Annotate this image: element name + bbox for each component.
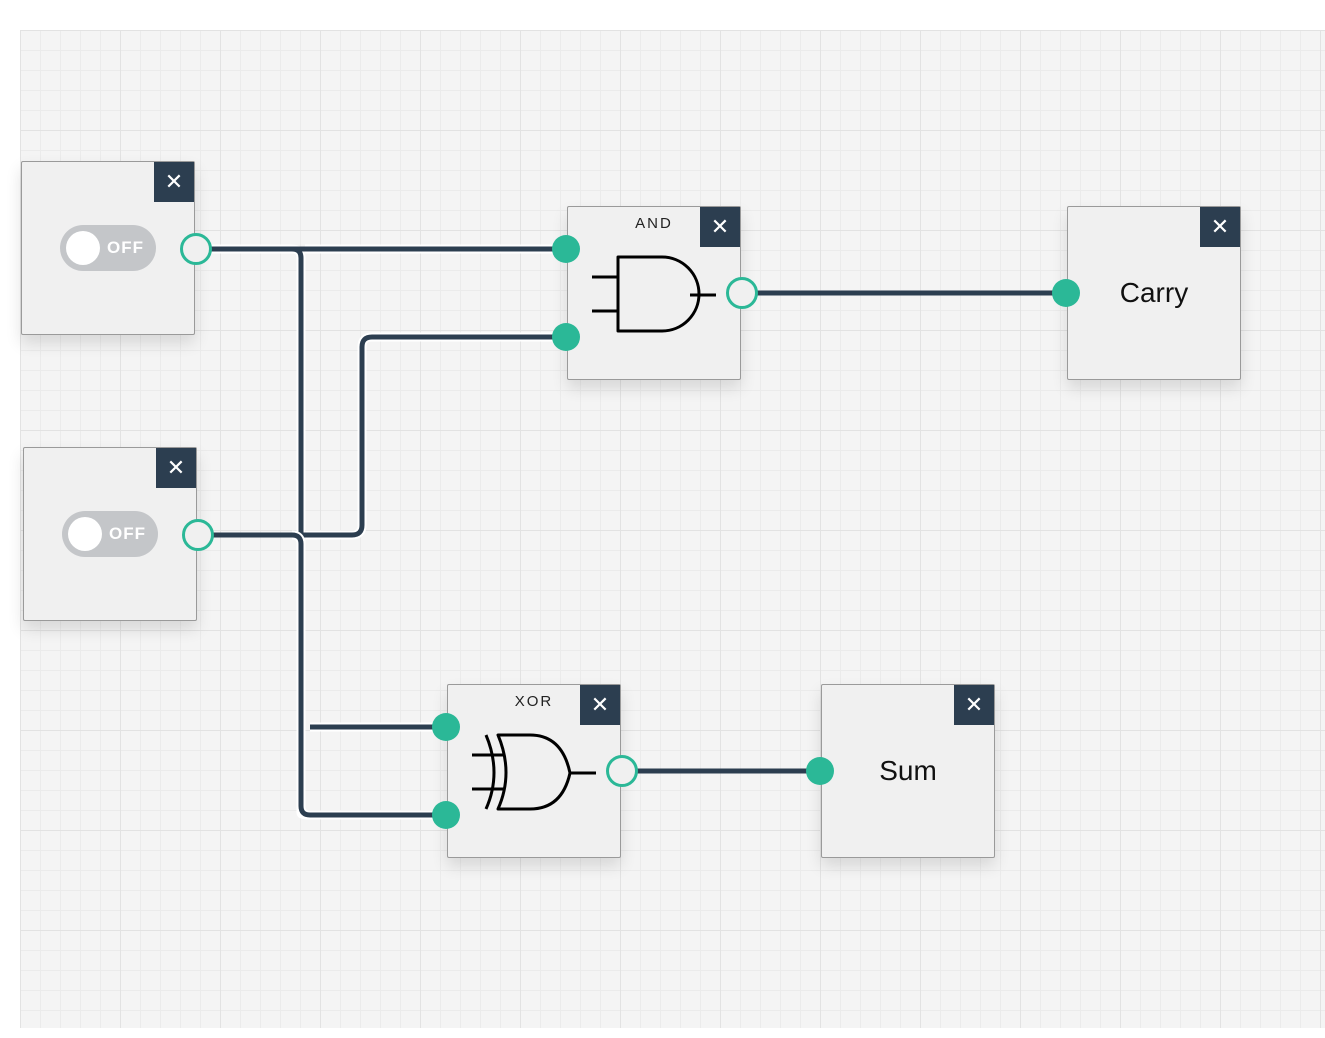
- input-port[interactable]: [806, 757, 834, 785]
- close-button[interactable]: ✕: [1200, 207, 1240, 247]
- input-switch-a: ✕ OFF: [21, 161, 195, 335]
- output-port[interactable]: [726, 277, 758, 309]
- carry-output-node[interactable]: Carry ✕: [1067, 206, 1241, 380]
- gate-label: XOR: [514, 693, 554, 710]
- input-port[interactable]: [432, 713, 460, 741]
- output-port[interactable]: [180, 233, 212, 265]
- toggle-knob: [66, 231, 100, 265]
- input-port[interactable]: [432, 801, 460, 829]
- output-port[interactable]: [606, 755, 638, 787]
- sum-output-node[interactable]: Sum ✕: [821, 684, 995, 858]
- toggle-label: OFF: [109, 524, 146, 543]
- close-button[interactable]: ✕: [154, 162, 194, 202]
- close-button[interactable]: ✕: [700, 207, 740, 247]
- output-port[interactable]: [182, 519, 214, 551]
- circuit-canvas[interactable]: [20, 30, 1325, 1028]
- input-switch-b: ✕ OFF: [23, 447, 197, 621]
- toggle-switch[interactable]: OFF: [60, 225, 156, 271]
- input-port[interactable]: [552, 235, 580, 263]
- toggle-knob: [68, 517, 102, 551]
- xor-gate-icon: [472, 733, 596, 811]
- xor-gate-node[interactable]: XOR ✕: [447, 684, 621, 858]
- input-port[interactable]: [1052, 279, 1080, 307]
- close-button[interactable]: ✕: [580, 685, 620, 725]
- and-gate-icon: [592, 255, 716, 333]
- gate-label: AND: [635, 215, 673, 232]
- close-button[interactable]: ✕: [156, 448, 196, 488]
- toggle-label: OFF: [107, 238, 144, 257]
- and-gate-node[interactable]: AND ✕: [567, 206, 741, 380]
- close-button[interactable]: ✕: [954, 685, 994, 725]
- input-port[interactable]: [552, 323, 580, 351]
- toggle-switch[interactable]: OFF: [62, 511, 158, 557]
- output-label: Carry: [1119, 277, 1189, 308]
- output-label: Sum: [879, 755, 937, 786]
